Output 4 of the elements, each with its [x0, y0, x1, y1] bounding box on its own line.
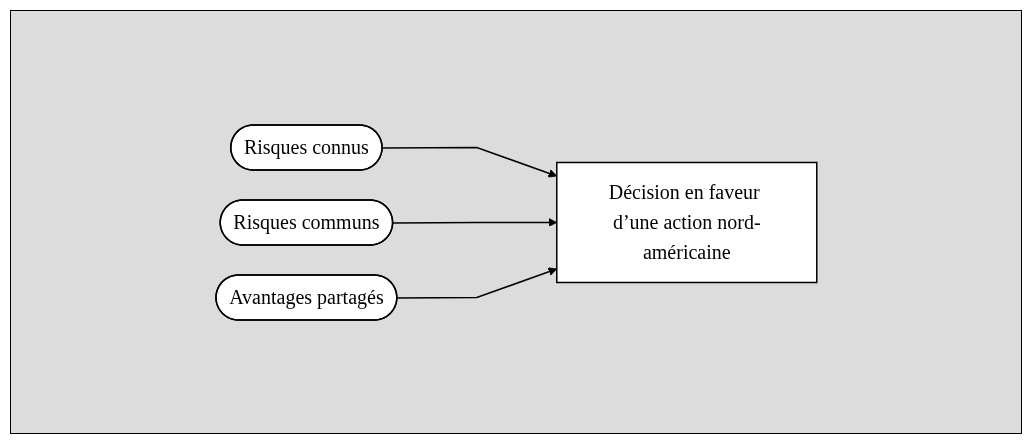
arrow [396, 266, 557, 299]
arrow [381, 146, 557, 178]
node-box [555, 161, 818, 283]
panel-background: Risques connus Risques communs Avantages partagés Décision en faveur d’une action nord-américaine [10, 10, 1022, 434]
